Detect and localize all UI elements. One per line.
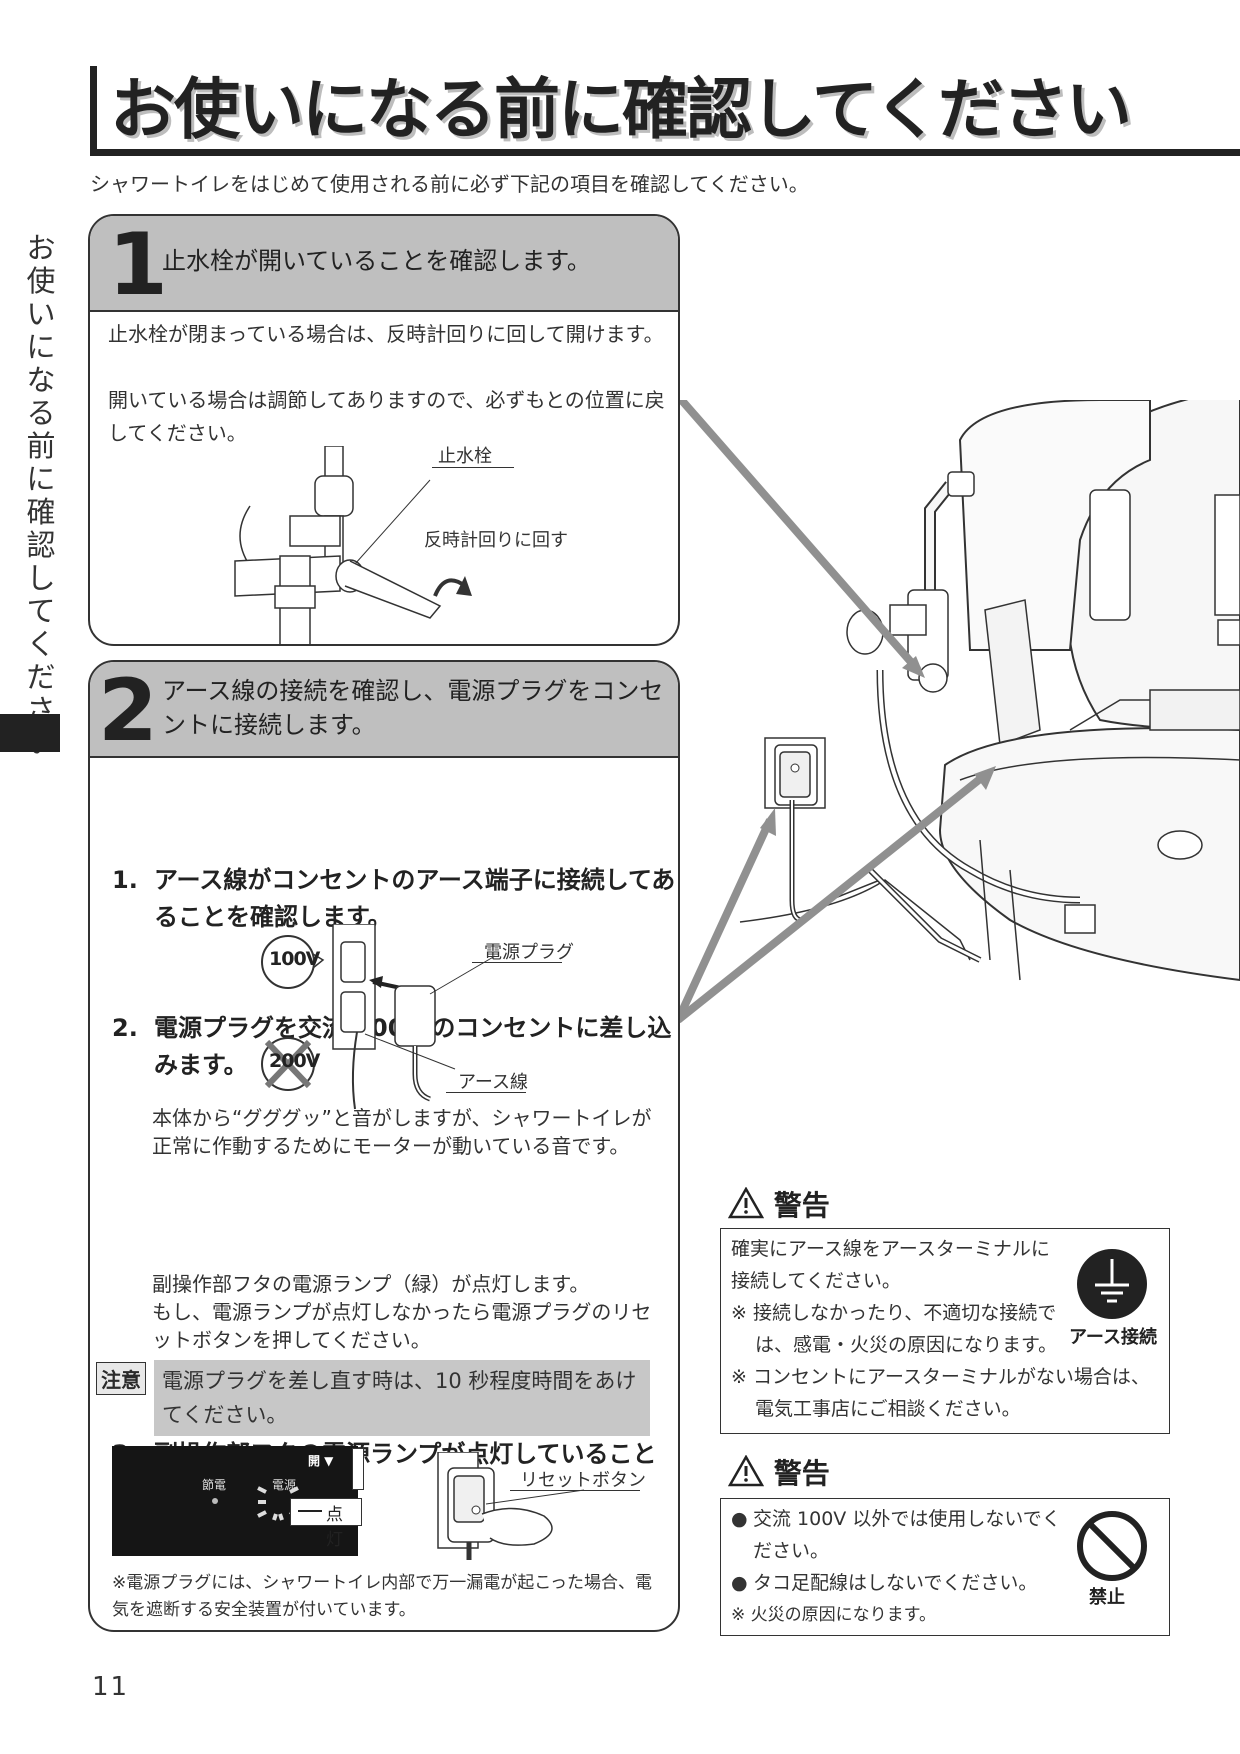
warning2-bullet1: ● 交流 100V 以外では使用しないでください。 xyxy=(731,1503,1071,1567)
warning-triangle-icon xyxy=(727,1186,765,1226)
step2-item2-note: 本体から“グググッ”と音がしますが、シャワートイレが正常に作動するためにモーター… xyxy=(152,1106,652,1158)
warning2-bullet2: ● タコ足配線はしないでください。 xyxy=(731,1567,1071,1599)
control-panel: 開 ▼ 節電 電源 点灯 xyxy=(112,1446,364,1556)
intro-text: シャワートイレをはじめて使用される前に必ず下記の項目を確認してください。 xyxy=(90,172,809,196)
label-earth: アース線 xyxy=(458,1072,529,1093)
warning2-bullet1-text: 交流 100V 以外では使用しないでください。 xyxy=(753,1508,1061,1562)
step1-body-2: 開いている場合は調節してありますので、必ずもとの位置に戻してください。 xyxy=(108,388,665,445)
warning1-note2: ※ コンセントにアースターミナルがない場合は、電気工事店にご相談ください。 xyxy=(731,1366,1150,1420)
earth-icon-label: アース接続 xyxy=(1069,1327,1158,1348)
label-reset: リセットボタン xyxy=(520,1470,646,1491)
label-valve-underline xyxy=(432,467,514,468)
lit-callout xyxy=(290,1498,362,1526)
label-plug-underline xyxy=(472,962,562,963)
panel-save-label: 節電 xyxy=(202,1478,227,1492)
step1-box: 1 止水栓が開いていることを確認します。 止水栓が閉まっている場合は、反時計回り… xyxy=(88,214,680,646)
step2-header: 2 アース線の接続を確認し、電源プラグをコンセントに接続します。 xyxy=(90,662,678,758)
step1-heading: 止水栓が開いていることを確認します。 xyxy=(162,247,591,275)
footnote: ※電源プラグには、シャワートイレ内部で万一漏電が起こった場合、電気を遮断する安全… xyxy=(112,1573,653,1620)
warning1-note1: ※ 接続しなかったり、不適切な接続では、感電・火災の原因になります。 xyxy=(731,1302,1058,1356)
step1-number: 1 xyxy=(108,215,168,315)
page-title: お使いになる前に確認してください xyxy=(110,71,1132,148)
earth-connection-icon xyxy=(1077,1249,1147,1319)
step1-body-1: 止水栓が閉まっている場合は、反時計回りに回して開けます。 xyxy=(108,322,664,346)
plug-illustration xyxy=(261,924,496,1110)
warning1-heading-text: 警告 xyxy=(773,1189,830,1222)
lit-pointer xyxy=(298,1510,322,1512)
panel-lit-label: 点灯 xyxy=(326,1505,343,1550)
panel-save-lamp xyxy=(212,1498,218,1504)
label-plug: 電源プラグ xyxy=(484,942,574,963)
reset-illustration xyxy=(437,1452,585,1560)
caution-text: 電源プラグを差し直す時は、10 秒程度時間をあけてください。 xyxy=(154,1360,650,1436)
panel-open-label: 開 ▼ xyxy=(308,1454,334,1468)
bullet-dot: ● xyxy=(731,1572,748,1594)
label-valve: 止水栓 xyxy=(438,446,492,467)
badge-100v: 100V xyxy=(269,948,320,970)
panel-edge xyxy=(352,1448,364,1490)
label-earth-underline xyxy=(446,1092,526,1093)
bullet-dot: ● xyxy=(731,1508,748,1530)
label-turn: 反時計回りに回す xyxy=(424,530,568,551)
prohibited-icon xyxy=(1077,1511,1147,1581)
step1-header: 1 止水栓が開いていることを確認します。 xyxy=(90,216,678,312)
warning1-heading: 警告 xyxy=(727,1184,830,1226)
warning-triangle-icon xyxy=(727,1454,765,1494)
step2-box: 2 アース線の接続を確認し、電源プラグをコンセントに接続します。 1. アース線… xyxy=(88,660,680,1632)
warning2-note: ※ 火災の原因になります。 xyxy=(731,1605,936,1625)
panel-power-label: 電源 xyxy=(272,1478,297,1492)
warning1-text: 確実にアース線をアースターミナルに接続してください。 xyxy=(731,1238,1050,1292)
warning2-bullet2-text: タコ足配線はしないでください。 xyxy=(753,1572,1038,1594)
valve-illustration xyxy=(234,446,472,644)
toilet-illustration xyxy=(680,400,1240,1024)
step2-item2-number: 2. xyxy=(112,1014,138,1042)
warning2-box: ● 交流 100V 以外では使用しないでください。 ● タコ足配線はしないでくだ… xyxy=(720,1498,1170,1636)
warning1-box: 確実にアース線をアースターミナルに接続してください。 ※ 接続しなかったり、不適… xyxy=(720,1228,1170,1434)
page-number: 11 xyxy=(92,1672,130,1702)
caution-label: 注意 xyxy=(96,1362,146,1395)
side-tab-label: お使いになる前に確認してください xyxy=(26,231,56,760)
step2-heading: アース線の接続を確認し、電源プラグをコンセントに接続します。 xyxy=(162,677,664,739)
title-frame xyxy=(90,66,1240,156)
label-reset-underline xyxy=(510,1490,640,1491)
step2-item3-note1: 副操作部フタの電源ランプ（緑）が点灯します。 xyxy=(152,1272,590,1296)
step2-item3-note2: もし、電源ランプが点灯しなかったら電源プラグのリセットボタンを押してください。 xyxy=(152,1300,652,1352)
step2-item1-text: アース線がコンセントのアース端子に接続してあることを確認します。 xyxy=(154,866,676,931)
warning2-heading-text: 警告 xyxy=(773,1457,830,1490)
step2-number: 2 xyxy=(98,661,158,761)
warning2-heading: 警告 xyxy=(727,1452,830,1494)
prohibited-icon-label: 禁止 xyxy=(1089,1587,1125,1608)
step2-item1-number: 1. xyxy=(112,866,138,894)
side-tab-marker xyxy=(0,714,60,752)
badge-200v: 200V xyxy=(269,1050,320,1072)
